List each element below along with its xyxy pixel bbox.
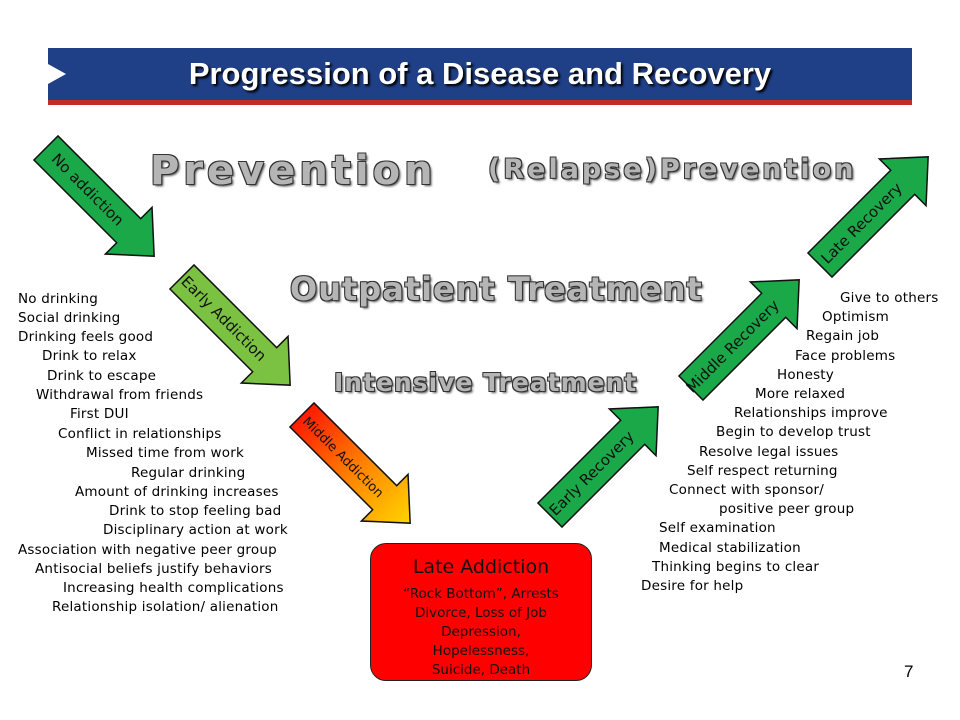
symptom-item: Drink to escape <box>47 368 157 384</box>
symptom-item: Drink to stop feeling bad <box>109 503 282 519</box>
page-number: 7 <box>904 662 914 681</box>
early-recovery-label: Early Recovery <box>546 427 638 519</box>
title-banner <box>48 48 912 100</box>
recovery-item: Self respect returning <box>687 463 838 479</box>
intensive-treatment-heading: Intensive Treatment <box>334 368 638 397</box>
recovery-item: Thinking begins to clear <box>652 559 820 575</box>
recovery-item: Face problems <box>795 348 896 364</box>
symptom-item: No drinking <box>18 291 98 307</box>
symptom-item: Drinking feels good <box>18 329 154 345</box>
early-addiction-label: Early Addiction <box>177 272 270 365</box>
early-recovery-arrow: Early Recovery <box>536 406 659 529</box>
no-addiction-label: No addiction <box>48 150 128 230</box>
recovery-item: Medical stabilization <box>659 540 801 556</box>
symptom-item: Disciplinary action at work <box>103 522 288 538</box>
symptom-item: Increasing health complications <box>63 580 284 596</box>
symptom-item: Regular drinking <box>131 465 246 481</box>
recovery-item: Honesty <box>777 367 834 383</box>
outpatient-treatment-heading: Outpatient Treatment <box>290 270 703 308</box>
middle-addiction-arrow: Middle Addiction <box>288 401 411 524</box>
recovery-item: Give to others <box>840 290 939 306</box>
recovery-item: More relaxed <box>755 386 846 402</box>
slide-title: Progression of a Disease and Recovery <box>188 56 772 91</box>
relapse-prevention-heading: (Relapse)Prevention <box>488 154 857 185</box>
late-recovery-label: Late Recovery <box>817 179 905 267</box>
late-addiction-line: Hopelessness, <box>432 643 530 659</box>
banner-arrow-icon <box>48 64 66 84</box>
symptom-item: First DUI <box>70 406 129 422</box>
symptom-item: Amount of drinking increases <box>75 484 279 500</box>
late-addiction-line: “Rock Bottom”, Arrests <box>403 586 559 602</box>
late-addiction-title: Late Addiction <box>412 556 550 578</box>
recovery-item: Relationships improve <box>734 405 888 421</box>
recovery-item: positive peer group <box>719 501 855 517</box>
recovery-item: Resolve legal issues <box>699 444 839 460</box>
late-addiction-line: Depression, <box>441 624 521 640</box>
recovery-item: Desire for help <box>641 578 744 594</box>
late-addiction-line: Suicide, Death <box>431 662 531 678</box>
late-addiction-line: Divorce, Loss of Job <box>415 605 547 621</box>
symptom-item: Antisocial beliefs justify behaviors <box>35 561 273 577</box>
symptom-item: Relationship isolation/ alienation <box>52 599 279 615</box>
title-banner-stripe <box>48 100 912 105</box>
middle-recovery-label: Middle Recovery <box>683 296 783 396</box>
symptom-item: Withdrawal from friends <box>36 387 204 403</box>
late-addiction-box: Late Addiction “Rock Bottom”, Arrests Di… <box>370 543 592 681</box>
symptom-item: Drink to relax <box>42 348 137 364</box>
recovery-item: Optimism <box>822 309 889 325</box>
symptom-item: Conflict in relationships <box>58 426 222 442</box>
no-addiction-arrow: No addiction <box>32 134 155 257</box>
symptom-item: Social drinking <box>18 310 121 326</box>
early-addiction-arrow: Early Addiction <box>168 263 291 386</box>
recovery-item: Self examination <box>659 520 776 536</box>
recovery-item: Connect with sponsor/ <box>669 482 825 498</box>
middle-addiction-label: Middle Addiction <box>299 414 386 501</box>
recovery-item: Begin to develop trust <box>716 424 871 440</box>
prevention-heading: Prevention <box>150 148 437 194</box>
late-recovery-arrow: Late Recovery <box>806 156 929 279</box>
symptom-item: Association with negative peer group <box>18 542 277 558</box>
symptom-item: Missed time from work <box>86 445 244 461</box>
recovery-item: Regain job <box>806 328 880 344</box>
